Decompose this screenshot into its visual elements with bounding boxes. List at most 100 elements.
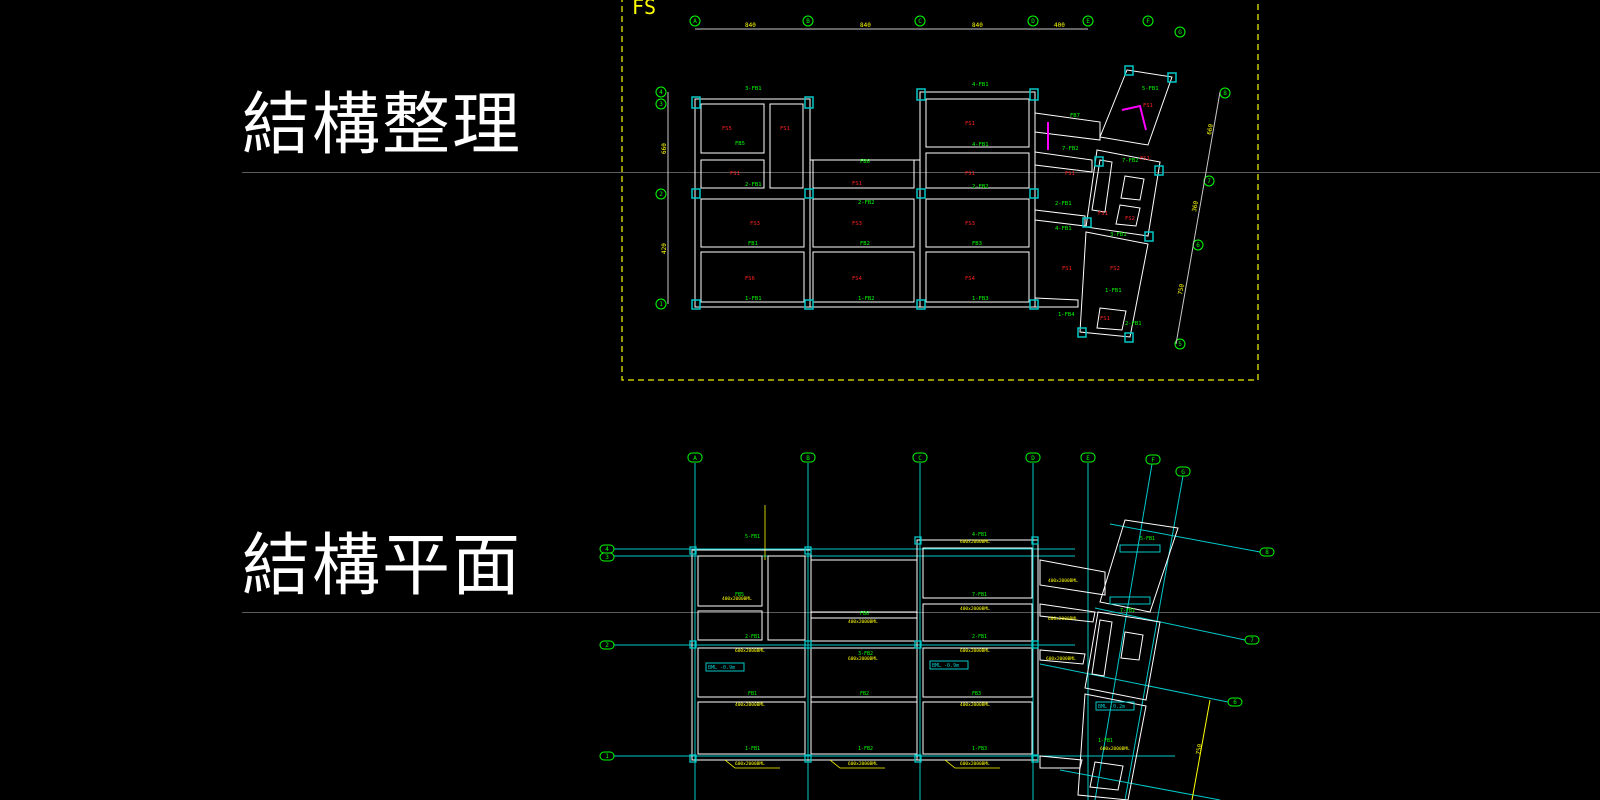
grid-bubble-label: E	[1086, 455, 1090, 462]
beam-label: 5-FB1	[1142, 86, 1159, 92]
grid-bubble-label: 8	[1265, 549, 1269, 556]
section-label: 600x2000BML	[1100, 746, 1130, 752]
slab-label: FS3	[750, 221, 760, 227]
grid-bubble-label: 3	[659, 101, 663, 108]
slab-label: FS1	[1065, 171, 1075, 177]
dim-label: 400	[1054, 22, 1065, 29]
sheet-title: FS	[632, 0, 656, 19]
beam-label: 1-FB1	[745, 746, 760, 752]
beam-label: 2-FB1	[1055, 201, 1072, 207]
beam-label: 1-FB2	[858, 746, 873, 752]
beam-label: FB3	[972, 241, 982, 247]
beam-label: 1-FB2	[858, 296, 875, 302]
beam-label: 2-FB1	[745, 182, 762, 188]
section-heading-structure-plan: 結構平面	[242, 527, 523, 606]
dim-label: 750	[1195, 743, 1204, 755]
beam-label: FB5	[735, 592, 744, 598]
dim-label: 750	[1177, 283, 1186, 295]
section-label: 400x2000BML	[1048, 578, 1078, 584]
beam-label: FB2	[860, 691, 869, 697]
beam-label: 4-FB1	[1055, 226, 1072, 232]
beam-label: FB6	[860, 159, 870, 165]
slab-label: FS1	[1098, 211, 1108, 217]
dim-label: 660	[1206, 123, 1215, 135]
beam-label: 2-FB1	[745, 634, 760, 640]
beam-label: 4-FB1	[972, 82, 989, 88]
grid-bubble-label: E	[1086, 18, 1090, 25]
beam-label: 3-FB2	[858, 651, 873, 657]
beam-label: FB7	[1070, 113, 1080, 119]
grid-bubble-label: 3	[605, 554, 609, 561]
slab-label: FS1	[852, 181, 862, 187]
beam-label: 1-FB3	[972, 746, 987, 752]
slab-label: FS1	[965, 171, 975, 177]
beam-label: 1-FB4	[1058, 312, 1075, 318]
grid-bubble-label: G	[1178, 29, 1182, 36]
beam-label: FB1	[748, 241, 758, 247]
slab-label: FS1	[1100, 316, 1110, 322]
grid-bubble-label: 7	[1207, 178, 1211, 185]
beam-label: FB3	[972, 691, 981, 697]
slab-label: FS6	[745, 276, 755, 282]
section-label: 400x2000BML	[722, 596, 752, 602]
slab-label: FS3	[965, 221, 975, 227]
slab-label: FS1	[1140, 156, 1150, 162]
section-label: 400x2000BML	[848, 619, 878, 625]
level-label: BML -0.9m	[708, 665, 735, 671]
beam-label: 7-FB2	[1122, 158, 1139, 164]
beam-label: 2-FB1	[1125, 321, 1142, 327]
dim-label: 660	[661, 143, 668, 154]
slab-label: FS1	[965, 121, 975, 127]
level-label: BML -0.2m	[1098, 704, 1125, 710]
grid-bubble-label: 6	[1233, 699, 1237, 706]
top-sheet: FS 840 840 840 400 A B C D E F G	[621, 0, 1259, 381]
slab-label: FS1	[1143, 103, 1153, 109]
beam-label: FB2	[860, 241, 870, 247]
grid-bubble-label: D	[1031, 455, 1035, 462]
slab-label: FS1	[780, 126, 790, 132]
slab-label: FS3	[852, 221, 862, 227]
beam-label: 1-FB1	[1105, 288, 1122, 294]
grid-bubble-label: 4	[605, 546, 609, 553]
section-label: 600x2000BML	[960, 761, 990, 767]
dim-label: 840	[860, 22, 871, 29]
section-label: 600x2000BML	[1048, 616, 1078, 622]
structure-plan: A B C D E F G 4 3 2 1 8 7 6 750	[599, 452, 1275, 800]
slab-label: FS4	[852, 276, 863, 282]
section-label: 600x2000BML	[735, 648, 765, 654]
slab-label: FS2	[1125, 216, 1135, 222]
beam-label: 4-FB1	[972, 532, 987, 538]
section-label: 600x2000BML	[960, 539, 990, 545]
beam-label: FB1	[748, 691, 757, 697]
grid-bubble-label: F	[1151, 457, 1155, 464]
beam-label: 2-FB2	[858, 200, 875, 206]
grid-bubble-label: 5	[1178, 341, 1182, 348]
grid-bubble-label: D	[1031, 18, 1035, 25]
beam-label: 1-FB1	[745, 296, 762, 302]
grid-bubble-label: 8	[1223, 90, 1227, 97]
grid-bubble-label: A	[693, 18, 697, 25]
beam-label: 3-FB1	[1110, 232, 1127, 238]
dim-label: 360	[1191, 200, 1200, 212]
sheet-frame	[621, 0, 1259, 381]
dim-label: 420	[661, 243, 668, 254]
beam-label: 7-FB1	[1120, 608, 1135, 614]
beam-label: 1-FB3	[972, 296, 989, 302]
beam-label: 5-FB1	[745, 534, 760, 540]
grid-bubble-label: C	[918, 455, 922, 462]
beam-label: 5-FB1	[1140, 536, 1155, 542]
grid-bubble-label: B	[806, 18, 810, 25]
slab-label: FS1	[730, 171, 740, 177]
beam-label: 1-FB1	[1098, 738, 1113, 744]
section-label: 600x2000BML	[960, 648, 990, 654]
section-label: 600x2000BML	[735, 761, 765, 767]
section-label: 400x2000BML	[735, 702, 765, 708]
slab-label: FS4	[965, 276, 976, 282]
section-divider	[242, 612, 1600, 613]
grid-bubble-label: 4	[659, 89, 663, 96]
slab-label: FS2	[1110, 266, 1120, 272]
grid-bubble-label: B	[806, 455, 810, 462]
beam-label: FB5	[735, 141, 745, 147]
grid-bubble-label: 7	[1250, 637, 1254, 644]
